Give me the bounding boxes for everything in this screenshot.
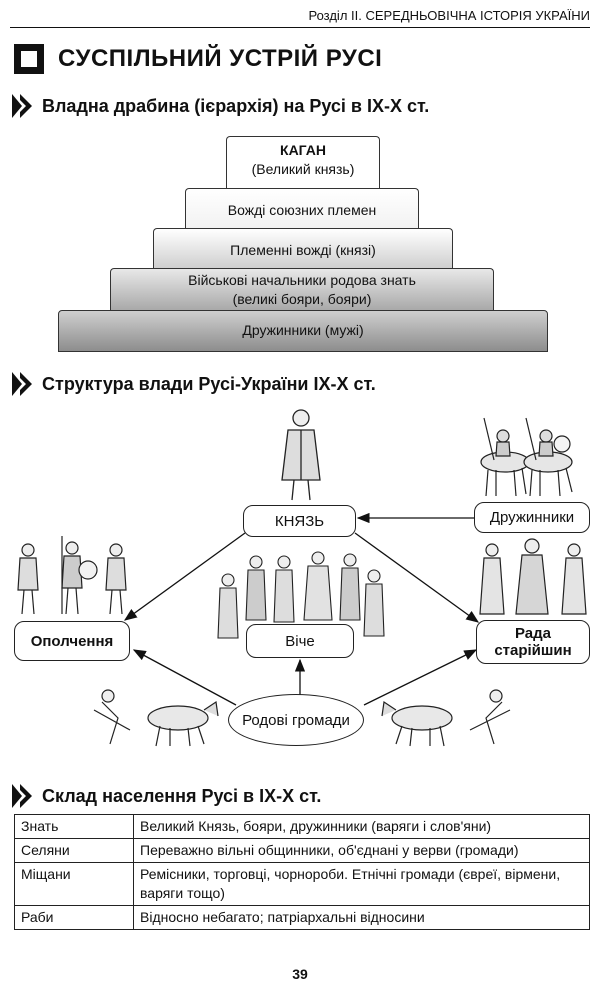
double-arrow-icon (12, 784, 32, 808)
structure-heading: Структура влади Русі-України IX-X ст. (12, 372, 376, 396)
structure-heading-text: Структура влади Русі-України IX-X ст. (42, 373, 376, 394)
table-cell-class: Знать (14, 814, 134, 839)
pyramid-level-title: КАГАН (280, 142, 326, 158)
population-heading: Склад населення Русі в IX-X ст. (12, 784, 321, 808)
population-heading-text: Склад населення Русі в IX-X ст. (42, 785, 322, 806)
pyramid-level-allied-chiefs: Вожді союзних племен (185, 188, 419, 228)
power-structure-diagram (17, 409, 587, 747)
pyramid-level-title: Вожді союзних племен (227, 202, 377, 218)
table-cell-desc: Ремісники, торговці, чорнороби. Етнічні … (133, 862, 590, 906)
pyramid-level-title: Племенні вожді (князі) (230, 242, 376, 258)
table-cell-desc: Великий Князь, бояри, дружинники (варяги… (133, 814, 590, 839)
table-cell-class: Міщани (14, 862, 134, 906)
node-council: Рада старійшин (476, 620, 590, 664)
prince-figure-icon (281, 409, 321, 501)
population-table: Знать Великий Князь, бояри, дружинники (… (14, 814, 590, 930)
table-cell-desc: Переважно вільні общинники, об'єднані у … (133, 838, 590, 863)
page-title: СУСПІЛЬНИЙ УСТРІЙ РУСІ (58, 45, 383, 72)
militia-figures-icon (17, 536, 127, 615)
table-row: Раби Відносно небагато; патріархальні ві… (14, 905, 590, 930)
page-number: 39 (292, 966, 308, 982)
pyramid-level-kagan: КАГАН (Великий князь) (226, 136, 380, 188)
pyramid-level-subtitle: (Великий князь) (251, 161, 355, 177)
pyramid-level-military-nobility: Військові начальники родова знать (велик… (110, 268, 494, 310)
node-militia: Ополчення (14, 621, 130, 661)
pyramid-level-title: Дружинники (мужі) (242, 322, 364, 338)
double-arrow-icon (12, 94, 32, 118)
pyramid-level-subtitle: (великі бояри, бояри) (232, 291, 372, 307)
node-clans: Родові громади (228, 694, 364, 746)
node-prince: КНЯЗЬ (243, 505, 356, 537)
table-cell-class: Селяни (14, 838, 134, 863)
double-arrow-icon (12, 372, 32, 396)
table-row: Селяни Переважно вільні общинники, об'єд… (14, 838, 590, 863)
node-veche: Віче (246, 624, 354, 658)
pyramid-level-tribal-chiefs: Племенні вожді (князі) (153, 228, 453, 268)
hierarchy-heading: Владна драбина (ієрархія) на Русі в IX-X… (12, 94, 429, 118)
node-council-line2: старійшин (494, 642, 572, 659)
elders-figures-icon (479, 538, 587, 615)
hierarchy-heading-text: Владна драбина (ієрархія) на Русі в IX-X… (42, 95, 430, 116)
running-head: Розділ ІІ. СЕРЕДНЬОВІЧНА ІСТОРІЯ УКРАЇНИ (10, 8, 590, 28)
veche-crowd-icon (217, 551, 385, 639)
node-council-line1: Рада (514, 625, 551, 642)
table-cell-class: Раби (14, 905, 134, 930)
node-retinue: Дружинники (474, 502, 590, 533)
ploughman-right-icon (381, 689, 511, 747)
section-title: СУСПІЛЬНИЙ УСТРІЙ РУСІ (14, 44, 382, 74)
horsemen-figure-icon (480, 417, 573, 497)
ploughman-left-icon (93, 689, 219, 747)
square-bullet-icon (14, 44, 44, 74)
table-row: Міщани Ремісники, торговці, чорнороби. Е… (14, 862, 590, 906)
table-row: Знать Великий Князь, бояри, дружинники (… (14, 814, 590, 839)
pyramid-level-title: Військові начальники родова знать (188, 272, 416, 288)
pyramid-level-retainers: Дружинники (мужі) (58, 310, 548, 352)
table-cell-desc: Відносно небагато; патріархальні відноси… (133, 905, 590, 930)
